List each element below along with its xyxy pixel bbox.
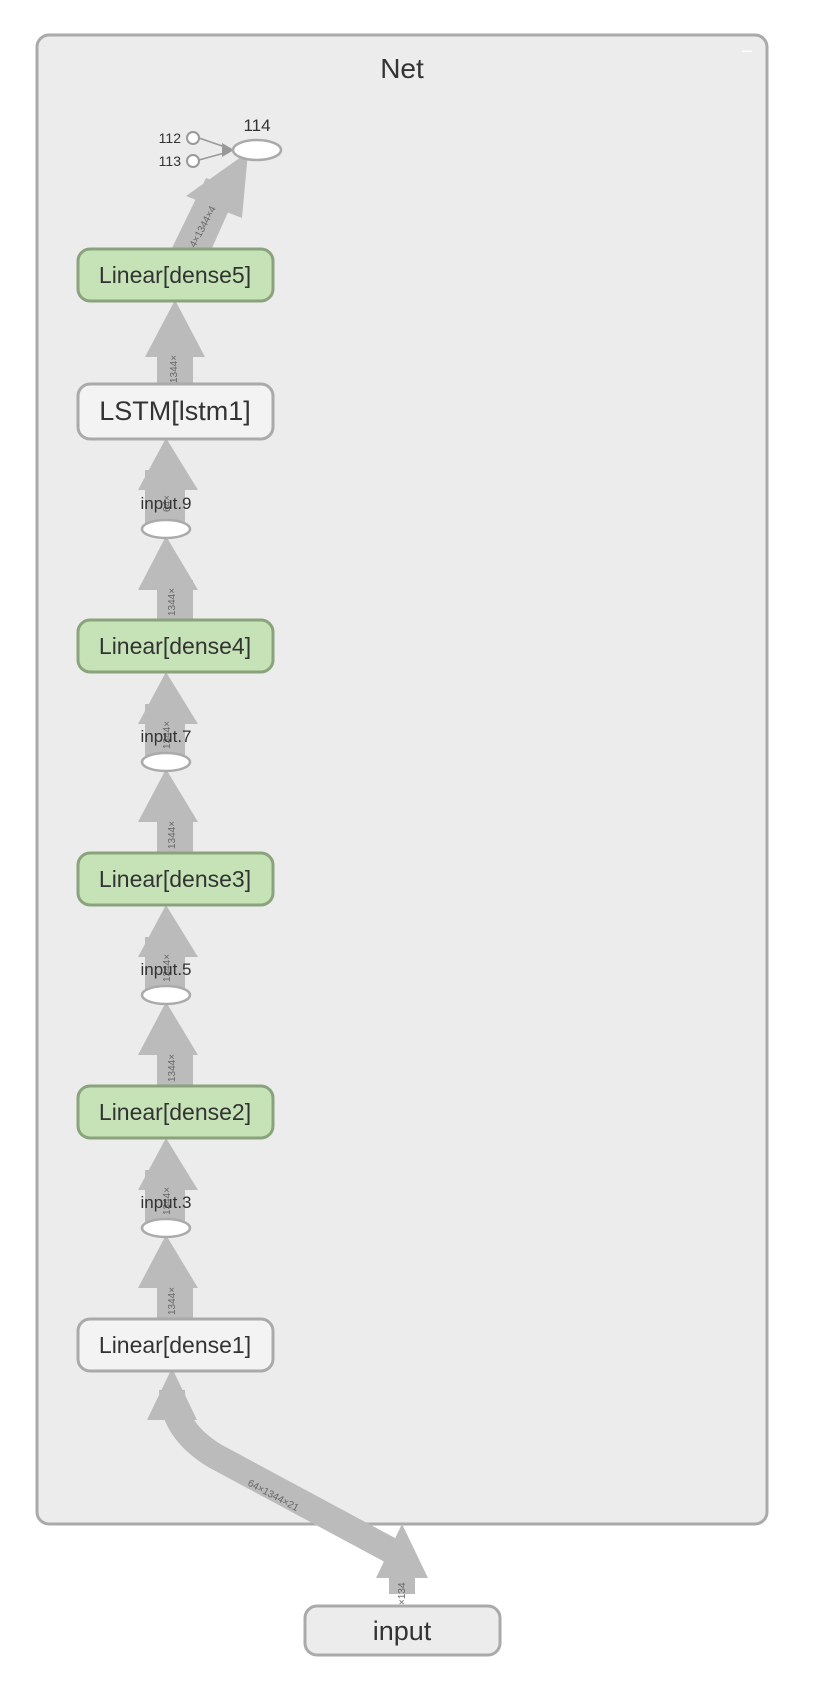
edge-dense1-to-input3-arrowhead	[138, 1235, 198, 1288]
edge-label-dense3-to-input7: 1344×	[167, 821, 178, 849]
edge-input-to-dense1-arrowhead	[147, 1368, 197, 1420]
node-input-label: input	[373, 1616, 432, 1646]
output-label-114: 114	[243, 116, 270, 135]
edge-dense5-to-114-arrowhead	[186, 152, 248, 218]
edge-dense4-to-input9-arrowhead	[138, 536, 198, 590]
edge-input5-to-dense3-arrowhead	[138, 905, 198, 957]
edge-input3-to-dense2-arrowhead	[138, 1138, 198, 1190]
node-lstm-lstm1[interactable]	[76, 382, 275, 441]
node-linear-dense5-label: Linear[dense5]	[99, 262, 251, 288]
node-linear-dense3-label: Linear[dense3]	[99, 866, 251, 892]
collapse-button[interactable]: −	[741, 41, 753, 63]
node-input-9-label: input.9	[140, 494, 191, 513]
edge-label-dense1-to-input3: 1344×	[167, 1287, 178, 1315]
edge-label-input9-to-lstm: 64×	[162, 495, 173, 512]
node-linear-dense1[interactable]	[76, 1317, 275, 1373]
node-linear-dense1-label: Linear[dense1]	[99, 1332, 251, 1358]
node-input-3-label: input.3	[140, 1193, 191, 1212]
node-linear-dense5[interactable]	[76, 247, 275, 303]
edge-112-113-arrowhead	[222, 143, 234, 157]
node-input-9[interactable]	[140, 518, 192, 540]
const-label-113: 113	[159, 153, 182, 169]
edge-label-input-out: ×134	[397, 1582, 408, 1605]
node-input-7-label: input.7	[140, 727, 191, 746]
edge-label-input3-to-dense2: 1344×	[162, 1187, 173, 1215]
const-label-112: 112	[159, 130, 182, 146]
node-lstm-lstm1-label: LSTM[lstm1]	[99, 396, 251, 426]
edge-label-input5-to-dense3: 1344×	[162, 954, 173, 982]
node-linear-dense4-label: Linear[dense4]	[99, 633, 251, 659]
const-node-112[interactable]	[186, 131, 200, 145]
node-input-3[interactable]	[140, 1217, 192, 1239]
edge-input7-to-dense4-arrowhead	[138, 672, 198, 724]
node-linear-dense4[interactable]	[76, 618, 275, 674]
edge-dense2-to-input5-arrowhead	[138, 1002, 198, 1055]
const-node-113[interactable]	[186, 154, 200, 168]
output-node-114[interactable]	[231, 138, 283, 162]
edge-input9-to-lstm-arrowhead	[138, 438, 198, 490]
edge-label-dense2-to-input5: 1344×	[167, 1054, 178, 1082]
net-title: Net	[380, 53, 424, 84]
edge-label-dense4-to-input9: 1344×	[167, 588, 178, 616]
edge-label-input7-to-dense4: 1344×	[162, 721, 173, 749]
edge-dense3-to-input7-arrowhead	[138, 769, 198, 822]
node-input-7[interactable]	[140, 751, 192, 773]
edge-lstm-to-dense5-arrowhead	[145, 300, 205, 357]
edge-input-top-arrowhead	[376, 1524, 428, 1578]
edge-label-lstm-to-dense5: 1344×	[169, 355, 180, 383]
node-linear-dense2[interactable]	[76, 1084, 275, 1140]
node-input-5[interactable]	[140, 984, 192, 1006]
node-input[interactable]	[303, 1604, 502, 1657]
node-linear-dense3[interactable]	[76, 851, 275, 907]
node-input-5-label: input.5	[140, 960, 191, 979]
node-linear-dense2-label: Linear[dense2]	[99, 1099, 251, 1125]
